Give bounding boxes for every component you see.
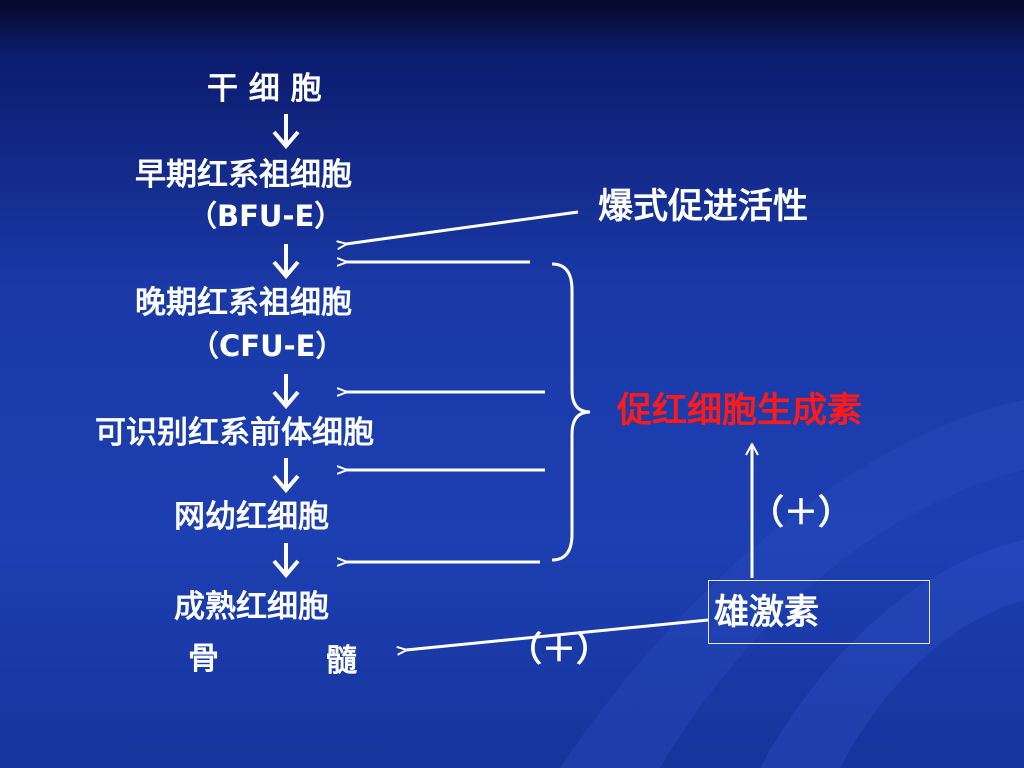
androgen-to-marrow-arrow bbox=[406, 618, 709, 650]
bone-label: 骨 bbox=[188, 641, 219, 677]
androgen-label: 雄激素 bbox=[714, 593, 820, 633]
stage-cfu-e-abbr: （CFU-E） bbox=[190, 329, 345, 363]
flow-arrow-3 bbox=[272, 374, 300, 410]
stage-bfu-e: 早期红系祖细胞 bbox=[135, 157, 352, 193]
epo-bracket bbox=[551, 262, 591, 562]
plus-lower-label: （＋） bbox=[508, 630, 610, 670]
marrow-label: 髓 bbox=[326, 643, 357, 679]
androgen-box bbox=[708, 580, 930, 644]
stage-bfu-e-abbr: （BFU-E） bbox=[188, 199, 344, 233]
epo-label: 促红细胞生成素 bbox=[617, 391, 863, 431]
burst-arrow bbox=[346, 210, 579, 244]
stage-reticulocyte: 网幼红细胞 bbox=[174, 499, 329, 535]
stage-mature-rbc: 成熟红细胞 bbox=[174, 589, 329, 625]
stage-stem-cell: 干 细 胞 bbox=[207, 71, 322, 107]
flow-arrow-5 bbox=[272, 543, 300, 579]
burst-promoting-activity-label: 爆式促进活性 bbox=[598, 187, 809, 227]
flow-arrow-4 bbox=[272, 458, 300, 494]
flow-arrow-1 bbox=[272, 114, 300, 150]
stage-cfu-e: 晚期红系祖细胞 bbox=[135, 285, 352, 321]
plus-upper-label: （＋） bbox=[750, 493, 852, 533]
stage-precursor: 可识别红系前体细胞 bbox=[95, 415, 374, 451]
flow-arrow-2 bbox=[272, 244, 300, 280]
